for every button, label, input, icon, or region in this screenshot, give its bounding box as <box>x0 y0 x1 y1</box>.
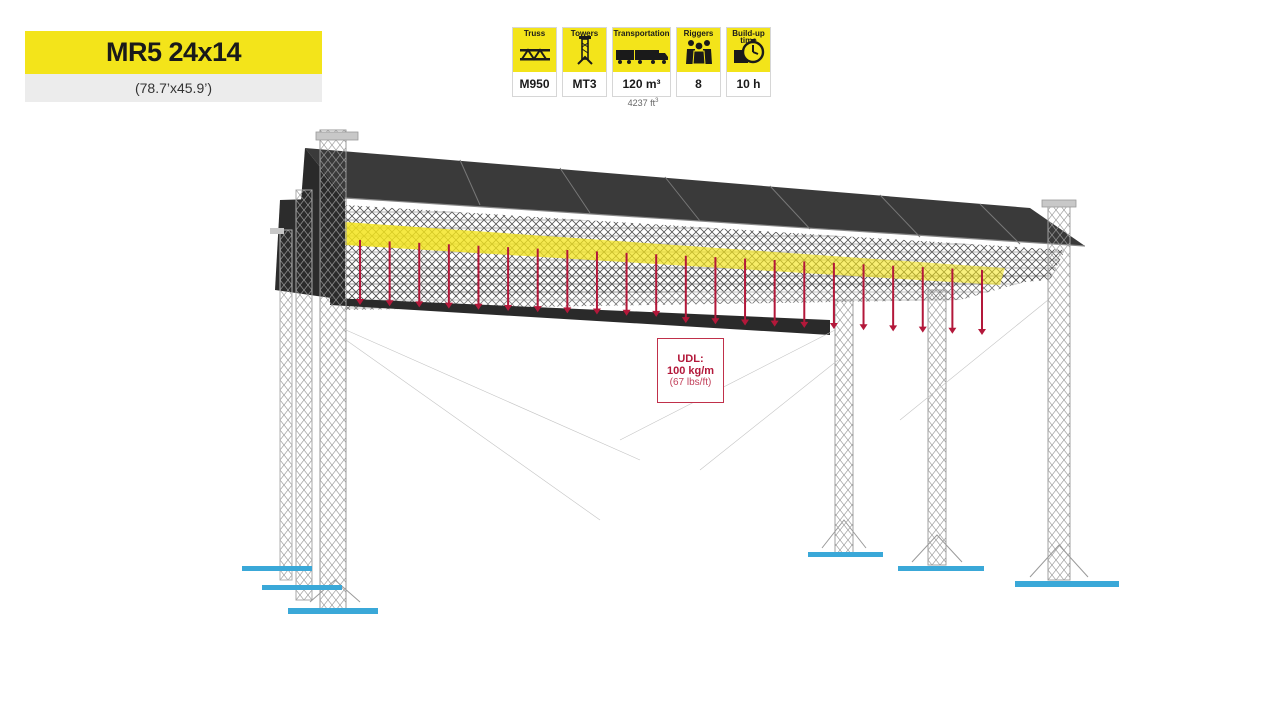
page-title: MR5 24x14 <box>105 37 242 67</box>
right-towers <box>834 199 1077 581</box>
spec-riggers-label: Riggers <box>683 29 714 38</box>
load-arrow-head <box>533 306 542 313</box>
spec-truss-value: M950 <box>519 76 550 91</box>
riggers-icon <box>677 37 720 70</box>
guy-wires <box>345 299 1049 521</box>
load-arrow-head <box>622 309 631 316</box>
load-arrow-head <box>948 327 957 334</box>
spec-build-time-value: 10 h <box>736 76 761 91</box>
udl-load-label: UDL: 100 kg/m (67 lbs/ft) <box>657 338 724 403</box>
load-arrow-head <box>711 318 720 325</box>
load-arrow-head <box>504 304 513 311</box>
load-arrow-head <box>978 329 986 335</box>
spec-truss: Truss M950 <box>512 27 557 97</box>
load-arrow-head <box>385 300 394 307</box>
spec-build-time-label: Build-up time <box>732 29 765 45</box>
load-arrow-head <box>800 321 809 328</box>
load-arrow-head <box>474 303 483 310</box>
spec-towers: Towers MT3 <box>562 27 607 97</box>
spec-transportation: Transportation 120 m³ <box>612 27 671 97</box>
load-arrow-head <box>681 317 690 324</box>
load-arrow-head <box>415 301 424 308</box>
load-arrow-head <box>829 323 838 330</box>
udl-imperial-value: (67 lbs/ft) <box>669 377 712 388</box>
title-banner: MR5 24x14 <box>25 31 322 74</box>
load-arrow-head <box>444 302 453 309</box>
load-arrow-head <box>741 319 750 326</box>
load-arrow-head <box>356 299 364 305</box>
tower-icon <box>563 35 606 70</box>
spec-towers-value: MT3 <box>572 76 597 91</box>
volume-note: 4237 ft3 <box>627 98 659 108</box>
load-arrow-head <box>859 324 868 331</box>
spec-riggers: Riggers 8 <box>676 27 721 97</box>
spec-transportation-label: Transportation <box>613 29 670 38</box>
udl-value: 100 kg/m <box>666 365 715 377</box>
spec-truss-label: Truss <box>523 29 546 38</box>
load-arrows <box>356 240 986 335</box>
load-arrow-head <box>592 308 601 315</box>
roof <box>275 148 1086 335</box>
dimensions-banner: (78.7’x45.9’) <box>25 74 322 102</box>
spec-towers-label: Towers <box>570 29 599 38</box>
dimensions-text: (78.7’x45.9’) <box>134 80 213 96</box>
load-arrow-head <box>770 320 779 327</box>
truck-icon <box>613 47 670 70</box>
spec-build-time: Build-up time 10 h <box>726 27 771 97</box>
spec-riggers-value: 8 <box>695 76 702 91</box>
load-arrow-head <box>918 326 927 333</box>
udl-title: UDL: <box>677 353 704 365</box>
spec-transportation-value: 120 m³ <box>622 76 661 91</box>
stopwatch-icon <box>727 39 770 70</box>
tower-bases <box>242 519 1119 614</box>
load-arrow-head <box>563 307 572 314</box>
load-arrow-head <box>652 310 661 317</box>
load-arrow-head <box>889 325 898 332</box>
left-towers <box>270 129 359 611</box>
truss-icon <box>513 43 556 70</box>
